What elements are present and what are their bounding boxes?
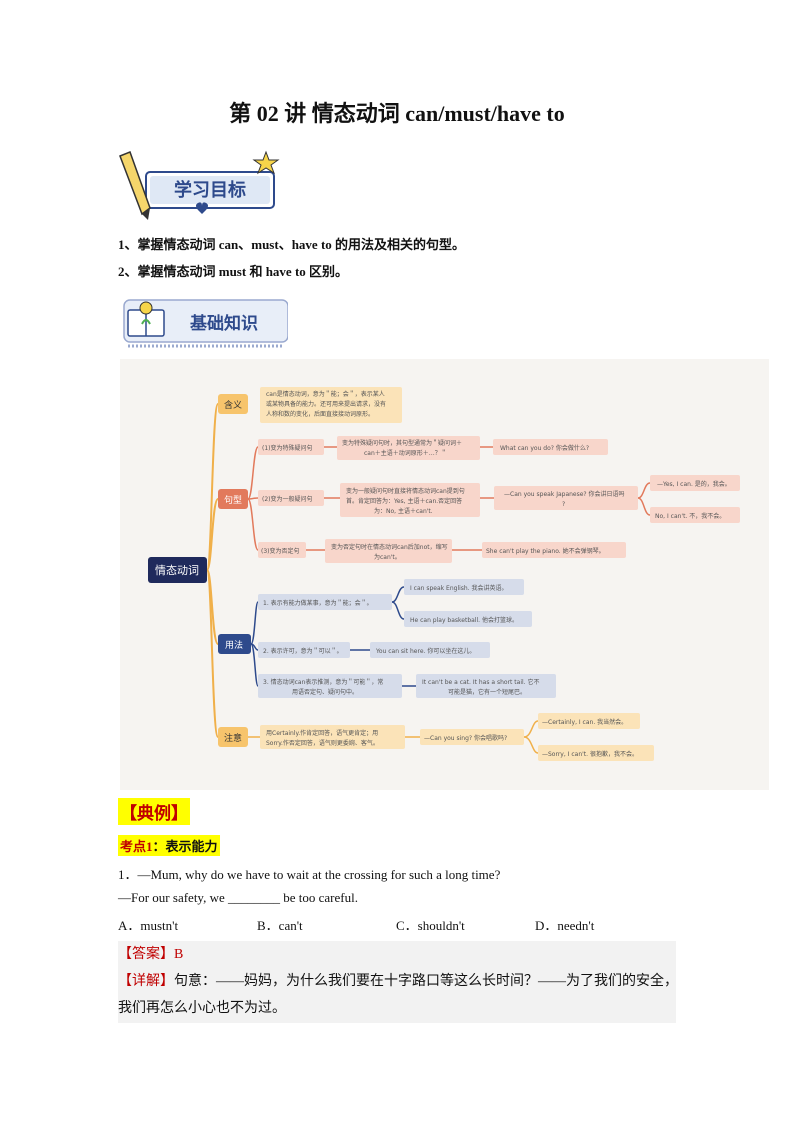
branch-yongfa bbox=[218, 634, 251, 654]
question-line-1: 1．—Mum, why do we have to wait at the cr… bbox=[118, 867, 501, 882]
svg-text:变为否定句时在情态动词can后加not，缩写为can't。: 变为否定句时在情态动词can后加not，缩写为can't。 bbox=[331, 543, 448, 561]
option-b: B．can't bbox=[257, 918, 303, 933]
yongfa-item-1-example-1 bbox=[404, 579, 524, 595]
answer-line: 【答案】B bbox=[118, 943, 183, 963]
svg-text:(2)变为一般疑问句: (2)变为一般疑问句 bbox=[262, 495, 313, 503]
hanyi-desc-box bbox=[260, 387, 402, 423]
svg-text:It can't be a cat. It has a sh: It can't be a cat. It has a short tail. … bbox=[422, 678, 539, 696]
detail-text-1: 句意：——妈妈，为什么我们要在十字路口等这么长时间？——为了我们的安全， bbox=[174, 974, 678, 989]
option-c: C．shouldn't bbox=[396, 918, 465, 933]
svg-text:She can't play the piano. 她不会弹: She can't play the piano. 她不会弹钢琴。 bbox=[486, 547, 605, 555]
juxing-item-2-desc bbox=[340, 483, 480, 517]
yongfa-item-1-example-2 bbox=[404, 611, 532, 627]
svg-text:He can play basketball. 他会打篮球。: He can play basketball. 他会打篮球。 bbox=[410, 616, 518, 624]
juxing-item-1-example bbox=[493, 439, 608, 455]
zhuyi-answer-2 bbox=[538, 745, 654, 761]
branch-zhuyi bbox=[218, 727, 248, 747]
objective-2: 2、掌握情态动词 must 和 have to 区别。 bbox=[118, 264, 349, 279]
learning-goals-banner: 学习目标 bbox=[119, 150, 280, 220]
juxing-answer-yes bbox=[650, 475, 740, 491]
basic-knowledge-banner: 基础知识 bbox=[123, 299, 288, 348]
branch-zhuyi-label: 注意 bbox=[224, 732, 242, 744]
svg-text:What can you do? 你会做什么?: What can you do? 你会做什么? bbox=[500, 444, 589, 452]
zhuyi-desc-box bbox=[260, 725, 405, 749]
juxing-answer-no bbox=[650, 507, 740, 523]
svg-text:—Sorry, I can't. 很抱歉，我不会。: —Sorry, I can't. 很抱歉，我不会。 bbox=[542, 750, 638, 758]
branch-hanyi bbox=[218, 394, 248, 414]
question-line-2: —For our safety, we ________ be too care… bbox=[118, 890, 358, 905]
kaodian-number: 1 bbox=[146, 839, 153, 854]
detail-label: 【详解】 bbox=[118, 974, 174, 989]
star-icon bbox=[252, 150, 280, 175]
kaodian-label: 考点 bbox=[120, 839, 147, 854]
kaodian-title: ：表示能力 bbox=[152, 839, 218, 854]
svg-text:变为一般疑问句时直接将情态动词can提到句首。肯定回答为：Y: 变为一般疑问句时直接将情态动词can提到句首。肯定回答为：Yes, 主语＋can… bbox=[346, 487, 465, 515]
svg-text:3. 情态动词can表示推测，意为＂可能＂，常用语否定句、疑: 3. 情态动词can表示推测，意为＂可能＂，常用语否定句、疑问句中。 bbox=[263, 678, 383, 696]
zhuyi-example bbox=[420, 729, 524, 745]
svg-text:(3)变为否定句: (3)变为否定句 bbox=[261, 547, 300, 555]
juxing-item-2-example bbox=[494, 486, 638, 510]
kaodian-heading: 考点1：表示能力 bbox=[118, 835, 220, 856]
heart-icon bbox=[196, 202, 208, 214]
option-d: D．needn't bbox=[535, 918, 595, 933]
yongfa-item-1 bbox=[258, 594, 392, 610]
juxing-item-3 bbox=[258, 542, 306, 558]
pencil-icon bbox=[119, 151, 151, 220]
answer-label: 【答案】 bbox=[118, 947, 174, 962]
svg-text:I can speak English. 我会讲英语。: I can speak English. 我会讲英语。 bbox=[410, 584, 508, 592]
branch-hanyi-label: 含义 bbox=[224, 399, 242, 411]
mindmap-root bbox=[148, 557, 207, 583]
yongfa-item-2-example bbox=[370, 642, 490, 658]
juxing-item-1-desc bbox=[337, 436, 480, 460]
zhuyi-answer-1 bbox=[538, 713, 640, 729]
svg-text:2. 表示许可，意为＂可以＂。: 2. 表示许可，意为＂可以＂。 bbox=[263, 647, 343, 655]
question-options: A．mustn't B．can't C．shouldn't D．needn't bbox=[118, 915, 678, 934]
juxing-item-3-desc bbox=[325, 539, 452, 563]
juxing-item-2 bbox=[258, 490, 324, 506]
yongfa-item-3 bbox=[258, 674, 402, 698]
mindmap-connectors bbox=[206, 403, 219, 738]
juxing-item-3-example bbox=[482, 542, 626, 558]
yongfa-item-2 bbox=[258, 642, 350, 658]
answer-value: B bbox=[174, 947, 184, 962]
detail-line-1: 【详解】句意：——妈妈，为什么我们要在十字路口等这么长时间？——为了我们的安全， bbox=[118, 970, 678, 990]
objective-1: 1、掌握情态动词 can、must、have to 的用法及相关的句型。 bbox=[118, 237, 466, 252]
page-title: 第 02 讲 情态动词 can/must/have to bbox=[229, 101, 565, 126]
mindmap: 情态动词 含义 句型 用法 注意 can是情态动词，意为＂能；会＂，表示某人 或… bbox=[120, 359, 769, 790]
juxing-item-1 bbox=[258, 439, 324, 455]
svg-text:You can sit here. 你可以坐在这儿。: You can sit here. 你可以坐在这儿。 bbox=[375, 647, 475, 655]
branch-juxing bbox=[218, 489, 248, 509]
option-a: A．mustn't bbox=[118, 918, 179, 933]
detail-line-2: 我们再怎么小心也不为过。 bbox=[118, 1001, 286, 1016]
svg-text:(1)变为特殊疑问句: (1)变为特殊疑问句 bbox=[262, 444, 313, 452]
svg-text:—Can you speak Japanese? 你会讲日语: —Can you speak Japanese? 你会讲日语吗? bbox=[504, 490, 625, 508]
yongfa-item-3-example bbox=[416, 674, 556, 698]
branch-yongfa-label: 用法 bbox=[225, 639, 243, 651]
mindmap-root-label: 情态动词 bbox=[155, 564, 199, 577]
learning-goals-label: 学习目标 bbox=[174, 179, 246, 201]
svg-text:1. 表示有能力做某事，意为＂能；会＂。: 1. 表示有能力做某事，意为＂能；会＂。 bbox=[263, 599, 373, 607]
svg-text:变为特殊疑问句时，其句型通常为＂疑问词＋can＋主语＋动词原: 变为特殊疑问句时，其句型通常为＂疑问词＋can＋主语＋动词原形＋…？＂ bbox=[342, 439, 462, 457]
svg-text:—Certainly, I can. 我当然会。: —Certainly, I can. 我当然会。 bbox=[542, 718, 627, 726]
svg-text:—Yes, I can. 是的，我会。: —Yes, I can. 是的，我会。 bbox=[657, 480, 731, 488]
answer-box bbox=[118, 941, 676, 1023]
branch-juxing-label: 句型 bbox=[224, 494, 242, 506]
svg-text:No, I can't. 不，我不会。: No, I can't. 不，我不会。 bbox=[655, 512, 725, 520]
example-tag: 【典例】 bbox=[118, 798, 190, 825]
basic-knowledge-label: 基础知识 bbox=[189, 313, 258, 334]
hanyi-desc: can是情态动词，意为＂能；会＂，表示某人 或某物具备的能力。还可用来提出请求，… bbox=[266, 390, 388, 418]
book-bulb-icon bbox=[127, 301, 165, 337]
svg-text:—Can you sing? 你会唱歌吗?: —Can you sing? 你会唱歌吗? bbox=[424, 734, 507, 742]
